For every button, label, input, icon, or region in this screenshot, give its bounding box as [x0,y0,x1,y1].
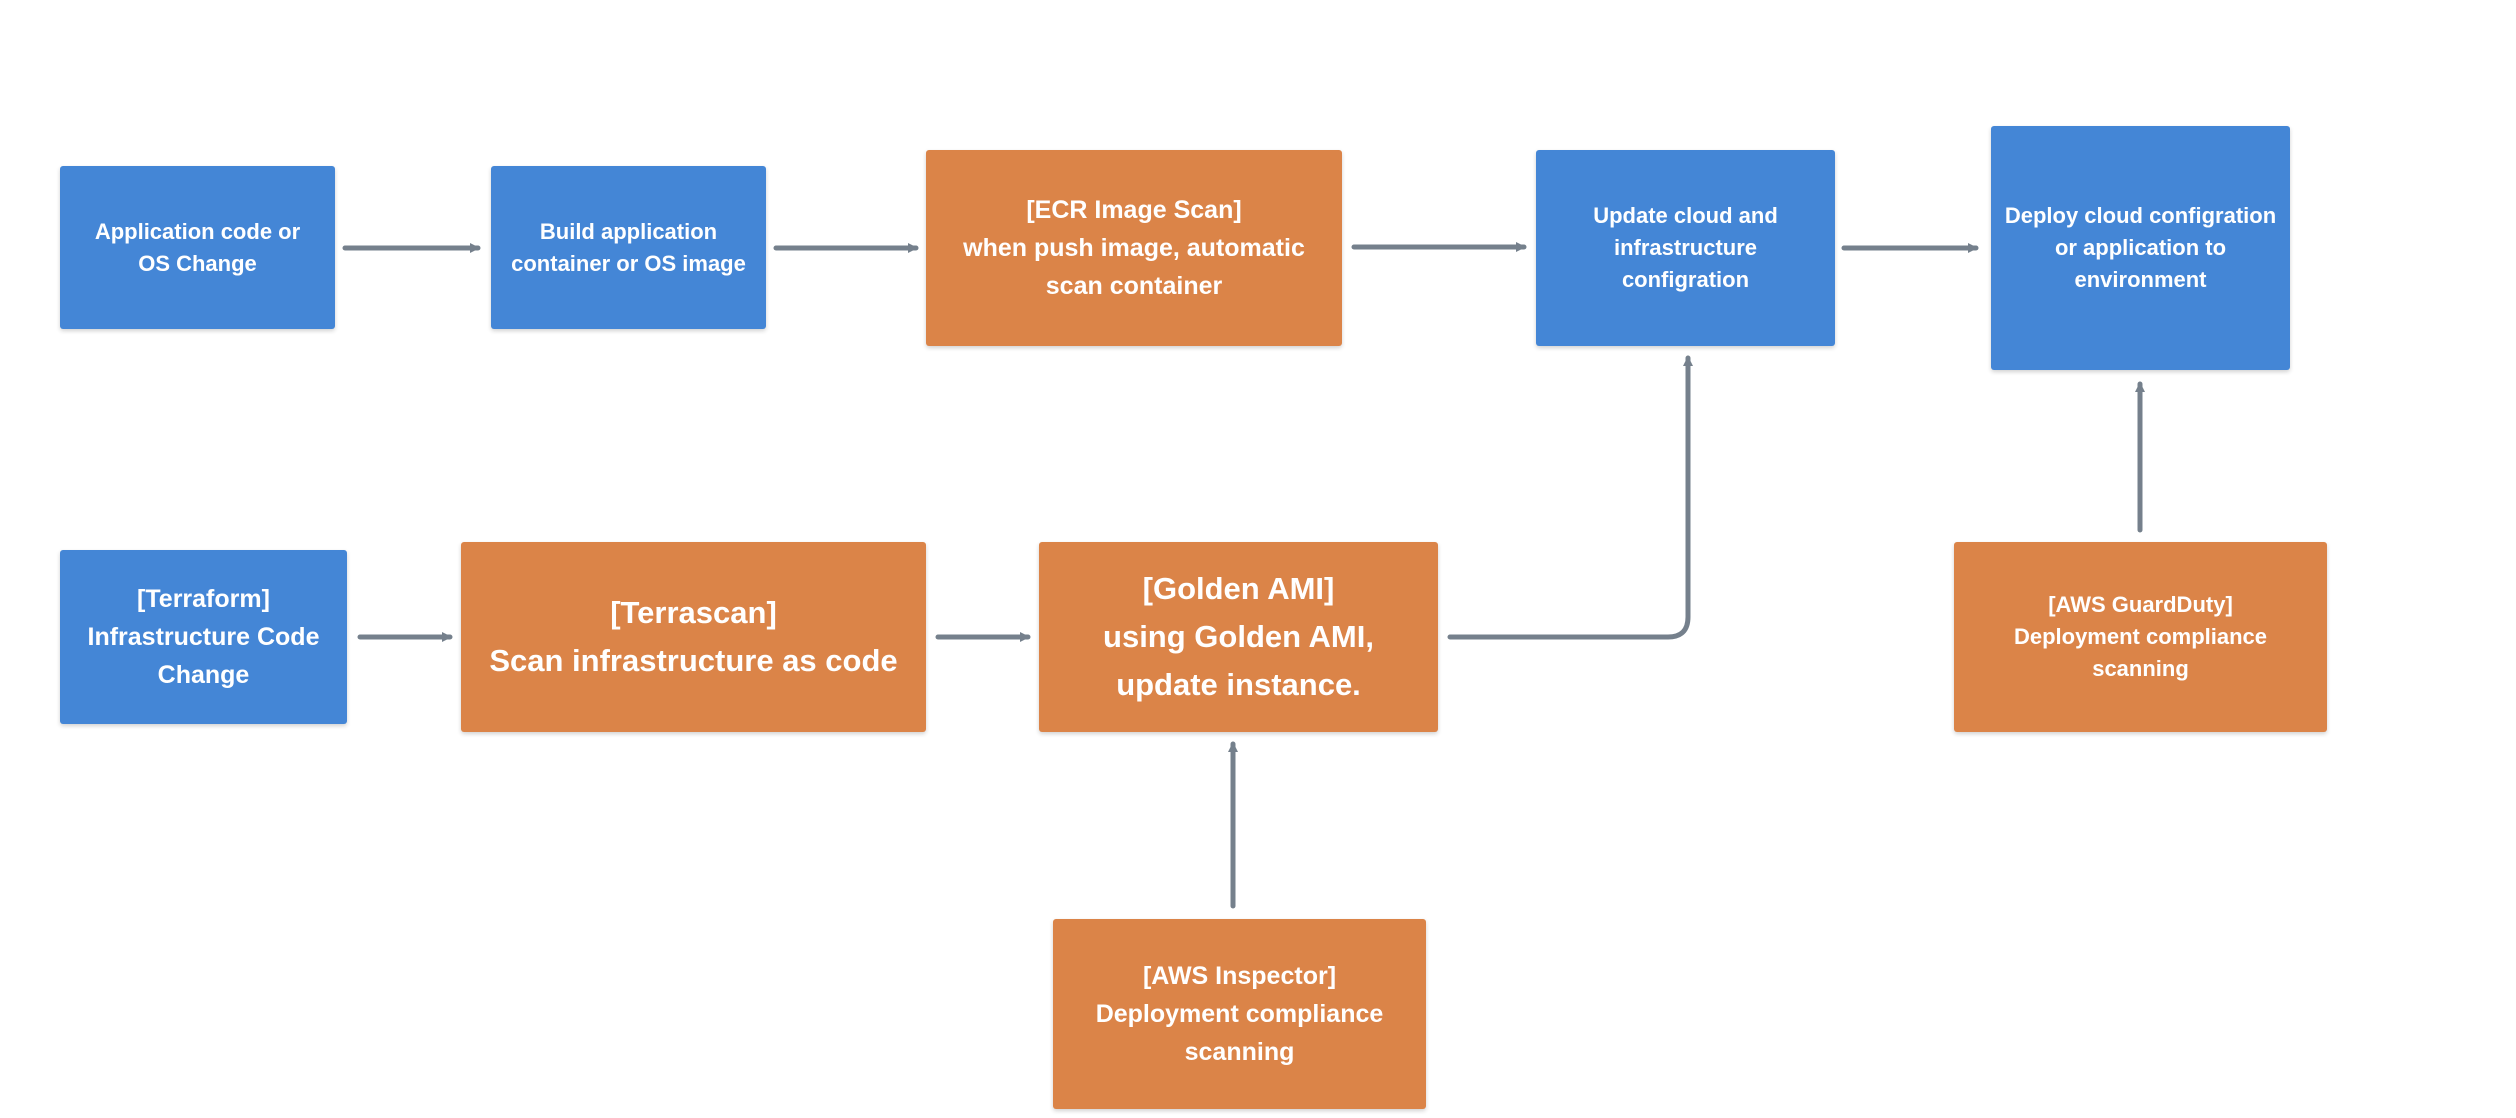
golden-ami-box: [Golden AMI] using Golden AMI, update in… [1039,542,1438,732]
ecr-image-scan-box: [ECR Image Scan] when push image, automa… [926,150,1342,346]
build-container-box: Build application container or OS image [491,166,766,329]
deploy-cloud-config-box: Deploy cloud configration or application… [1991,126,2290,370]
node-text-line: Deployment compliance [1095,1000,1384,1028]
node-text-line: when push image, automatic [963,234,1305,262]
node-text-line: Scan infrastructure as code [489,643,898,678]
node-text-line: or application to [2054,235,2227,260]
node-text-line: scanning [1184,1038,1295,1066]
aws-inspector-box: [AWS Inspector] Deployment compliance sc… [1053,919,1426,1109]
terrascan-box: [Terrascan] Scan infrastructure as code [461,542,926,732]
update-cloud-config-box: Update cloud and infrastructure configra… [1536,150,1835,346]
node-text-line: infrastructure [1613,235,1758,260]
node-text-line: update instance. [1116,667,1361,702]
node-text-line: configration [1621,267,1750,292]
node-text-line: Update cloud and [1593,203,1778,228]
node-text-line: using Golden AMI, [1103,619,1374,654]
node-text-line: [Terraform] [137,585,270,613]
node-text-line: [AWS Inspector] [1142,962,1337,990]
node-text-line: Build application [539,218,718,244]
node-text-line: Infrastructure Code [87,623,320,651]
node-text-line: [AWS GuardDuty] [2048,592,2233,617]
node-text-line: [ECR Image Scan] [1026,196,1242,224]
node-text-line: scan container [1045,272,1223,300]
node-text-line: container or OS image [511,250,746,276]
aws-guardduty-box: [AWS GuardDuty] Deployment compliance sc… [1954,542,2327,732]
node-text-line: environment [2074,267,2207,292]
node-text-line: [Terrascan] [610,595,777,630]
node-text-line: OS Change [138,250,257,276]
node-text-line: Application code or [94,218,301,244]
app-code-change-box: Application code or OS Change [60,166,335,329]
node-text-line: Deploy cloud configration [2004,203,2277,228]
node-text-line: Change [157,661,250,689]
node-text-line: scanning [2092,656,2189,681]
arrow-golden-ami-to-update [1447,355,1693,640]
node-text-line: [Golden AMI] [1142,571,1335,606]
terraform-change-box: [Terraform] Infrastructure Code Change [60,550,347,724]
node-text-line: Deployment compliance [2013,624,2268,649]
